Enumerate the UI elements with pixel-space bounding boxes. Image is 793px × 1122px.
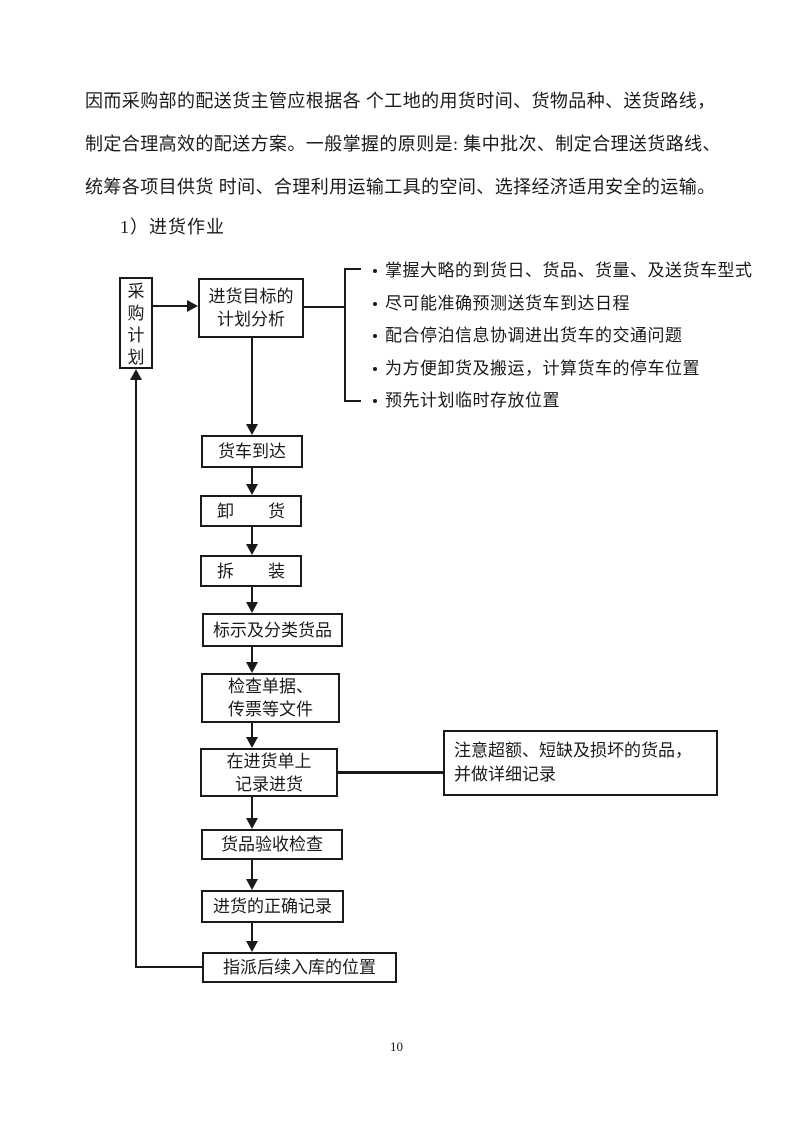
arrowhead-down — [246, 941, 258, 952]
connector-analysis-to-bracket — [304, 306, 345, 308]
connector-step — [251, 586, 253, 603]
step-box-unpacking: 拆 装 — [200, 555, 302, 587]
bracket-vertical-line — [344, 268, 346, 402]
connector-step — [251, 526, 253, 545]
bullet-dot-icon — [373, 399, 377, 403]
step-box-label-and-classify-goods: 标示及分类货品 — [202, 613, 343, 647]
arrowhead-up — [130, 369, 142, 380]
bullet-item: 配合停泊信息协调进出货车的交通问题 — [373, 325, 683, 346]
arrowhead-right — [187, 300, 198, 312]
step-box-unloading: 卸 货 — [200, 495, 302, 527]
note-box-damaged-goods: 注意超额、短缺及损坏的货品， 并做详细记录 — [443, 730, 718, 796]
arrowhead-down — [246, 818, 258, 829]
bracket-bottom-stub — [344, 400, 361, 402]
connector-step — [251, 859, 253, 880]
connector-analysis-to-truck-arrival — [251, 336, 253, 425]
analysis-box-receiving-target-plan: 进货目标的 计划分析 — [198, 278, 304, 338]
step-box-goods-acceptance-inspection: 货品验收检查 — [201, 829, 343, 860]
bullet-text: 尽可能准确预测送货车到达日程 — [385, 294, 630, 313]
bullet-item: 预先计划临时存放位置 — [373, 390, 560, 411]
feedback-vertical-line — [135, 379, 137, 968]
arrowhead-down — [246, 424, 258, 435]
connector-step — [251, 646, 253, 663]
step-box-assign-storage-location: 指派后续入库的位置 — [202, 952, 397, 983]
bullet-dot-icon — [373, 334, 377, 338]
connector-record-to-note — [338, 771, 443, 774]
bullet-text: 掌握大略的到货日、货品、货量、及送货车型式 — [385, 261, 753, 280]
step-box-check-documents: 检查单据、 传票等文件 — [201, 673, 340, 723]
arrowhead-down — [246, 544, 258, 555]
step-box-record-receipt-on-order: 在进货单上 记录进货 — [200, 748, 338, 797]
connector-start-to-analysis — [153, 305, 188, 307]
body-paragraph-line-2: 制定合理高效的配送方案。一般掌握的原则是: 集中批次、制定合理送货路线、 — [85, 134, 721, 154]
arrowhead-down — [246, 484, 258, 495]
bullet-item: 尽可能准确预测送货车到达日程 — [373, 293, 630, 314]
connector-step — [251, 722, 253, 738]
connector-step — [251, 796, 253, 819]
bullet-item: 掌握大略的到货日、货品、货量、及送货车型式 — [373, 260, 753, 281]
arrowhead-down — [246, 662, 258, 673]
connector-step — [251, 467, 253, 485]
feedback-horizontal-line — [135, 966, 202, 968]
bullet-text: 预先计划临时存放位置 — [385, 391, 560, 410]
body-paragraph-line-3: 统筹各项目供货 时间、合理利用运输工具的空间、选择经济适用安全的运输。 — [85, 177, 716, 197]
bracket-top-stub — [344, 268, 361, 270]
bullet-dot-icon — [373, 269, 377, 273]
step-box-truck-arrival: 货车到达 — [201, 435, 303, 468]
page-number: 10 — [390, 1039, 403, 1054]
start-box-purchase-plan: 采 购 计 划 — [119, 277, 153, 369]
bullet-item: 为方便卸货及搬运，计算货车的停车位置 — [373, 358, 700, 379]
arrowhead-down — [246, 737, 258, 748]
connector-step — [251, 922, 253, 942]
bullet-dot-icon — [373, 367, 377, 371]
bullet-text: 配合停泊信息协调进出货车的交通问题 — [385, 326, 683, 345]
arrowhead-down — [246, 602, 258, 613]
section-heading: 1）进货作业 — [120, 217, 225, 237]
body-paragraph-line-1: 因而采购部的配送货主管应根据各 个工地的用货时间、货物品种、送货路线， — [85, 91, 716, 111]
bullet-text: 为方便卸货及搬运，计算货车的停车位置 — [385, 359, 700, 378]
bullet-dot-icon — [373, 302, 377, 306]
arrowhead-down — [246, 879, 258, 890]
step-box-correct-receipt-record: 进货的正确记录 — [201, 890, 344, 923]
